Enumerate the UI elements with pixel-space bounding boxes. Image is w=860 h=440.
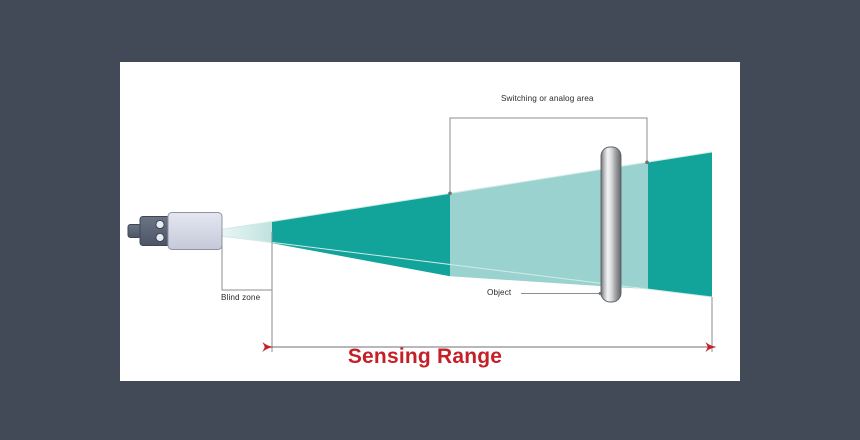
sensor-cable-stub bbox=[127, 224, 142, 238]
switching-area-label: Switching or analog area bbox=[501, 94, 594, 103]
sensor-port-bottom bbox=[155, 232, 165, 243]
switching-bracket-node-right bbox=[645, 160, 649, 165]
beam-far-detection-zone bbox=[648, 152, 712, 297]
ultrasonic-sensor bbox=[127, 212, 223, 250]
object-label: Object bbox=[487, 288, 512, 297]
blind-zone-label: Blind zone bbox=[221, 293, 261, 302]
beam-outline bbox=[221, 151, 713, 298]
beam-blind-zone bbox=[222, 221, 272, 244]
switching-bracket-node-left bbox=[448, 191, 452, 196]
object-leader-line bbox=[521, 291, 603, 296]
beam-switching-analog-area bbox=[450, 162, 648, 290]
beam-near-detection-zone bbox=[272, 193, 450, 277]
sensor-connector-block bbox=[139, 216, 172, 246]
sensing-range-title-text: Sensing Range bbox=[347, 345, 503, 368]
sensor-port-top bbox=[155, 219, 165, 230]
switching-area-bracket bbox=[449, 117, 648, 194]
sensor-body bbox=[167, 212, 223, 250]
target-object bbox=[600, 146, 622, 303]
sensing-range-title: Sensing Range bbox=[0, 345, 860, 369]
